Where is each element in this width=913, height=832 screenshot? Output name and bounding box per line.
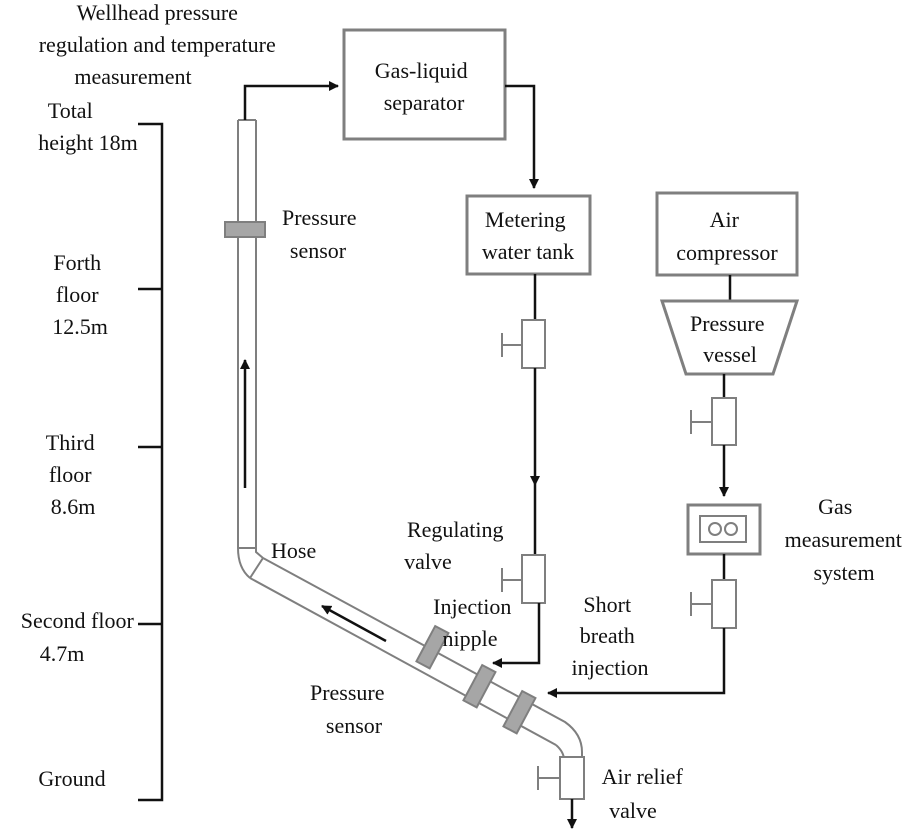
ground-label: Ground (38, 766, 105, 791)
air-relief-valve (537, 756, 585, 800)
short-breath-label: Short breath injection (572, 592, 649, 680)
air-compressor-box (655, 191, 799, 277)
pressure-sensor-1 (415, 624, 450, 670)
forth-floor-label: Forth floor 12.5m (52, 250, 108, 339)
total-height-label: Total height 18m (38, 98, 138, 155)
separator-to-tank-line (505, 84, 539, 189)
wellhead-label: Wellhead pressure regulation and tempera… (39, 0, 282, 89)
separator-label: Gas-liquid separator (375, 58, 473, 115)
metering-water-tank-box (465, 194, 592, 276)
gas-liquid-separator-box (342, 28, 507, 141)
pressure-sensor-top (224, 221, 266, 238)
pressure-vessel-label: Pressure vessel (690, 311, 770, 367)
hose-label: Hose (271, 538, 316, 563)
inclined-flow-arrow (321, 604, 387, 643)
second-floor-label: Second floor 4.7m (21, 608, 140, 666)
water-injection-line (492, 603, 541, 668)
gas-measurement-box (686, 503, 762, 556)
air-relief-label: Air relief valve (602, 764, 689, 823)
regulating-valve (501, 554, 546, 604)
air-compressor-label: Air compressor (676, 207, 778, 265)
pressure-sensor-bottom-label: Pressure sensor (310, 680, 390, 738)
water-valve-1 (501, 319, 546, 369)
pressure-sensor-top-label: Pressure sensor (282, 205, 362, 263)
outlet-to-separator-line (243, 81, 339, 120)
riser-tube (237, 119, 264, 579)
third-floor-label: Third floor 8.6m (46, 430, 100, 519)
pressure-sensor-3 (502, 689, 537, 735)
air-valve-1 (690, 397, 737, 446)
pressure-sensor-2 (462, 663, 497, 709)
regulating-valve-label: Regulating valve (404, 517, 509, 574)
water-tank-label: Metering water tank (482, 207, 574, 264)
pressure-vessel-shape (659, 299, 800, 376)
height-scale (138, 122, 164, 802)
gas-measurement-label: Gas measurement system (785, 494, 908, 585)
injection-nipple-label: Injection nipple (433, 594, 517, 651)
air-injection-line (547, 628, 726, 698)
air-valve-2 (690, 579, 737, 629)
